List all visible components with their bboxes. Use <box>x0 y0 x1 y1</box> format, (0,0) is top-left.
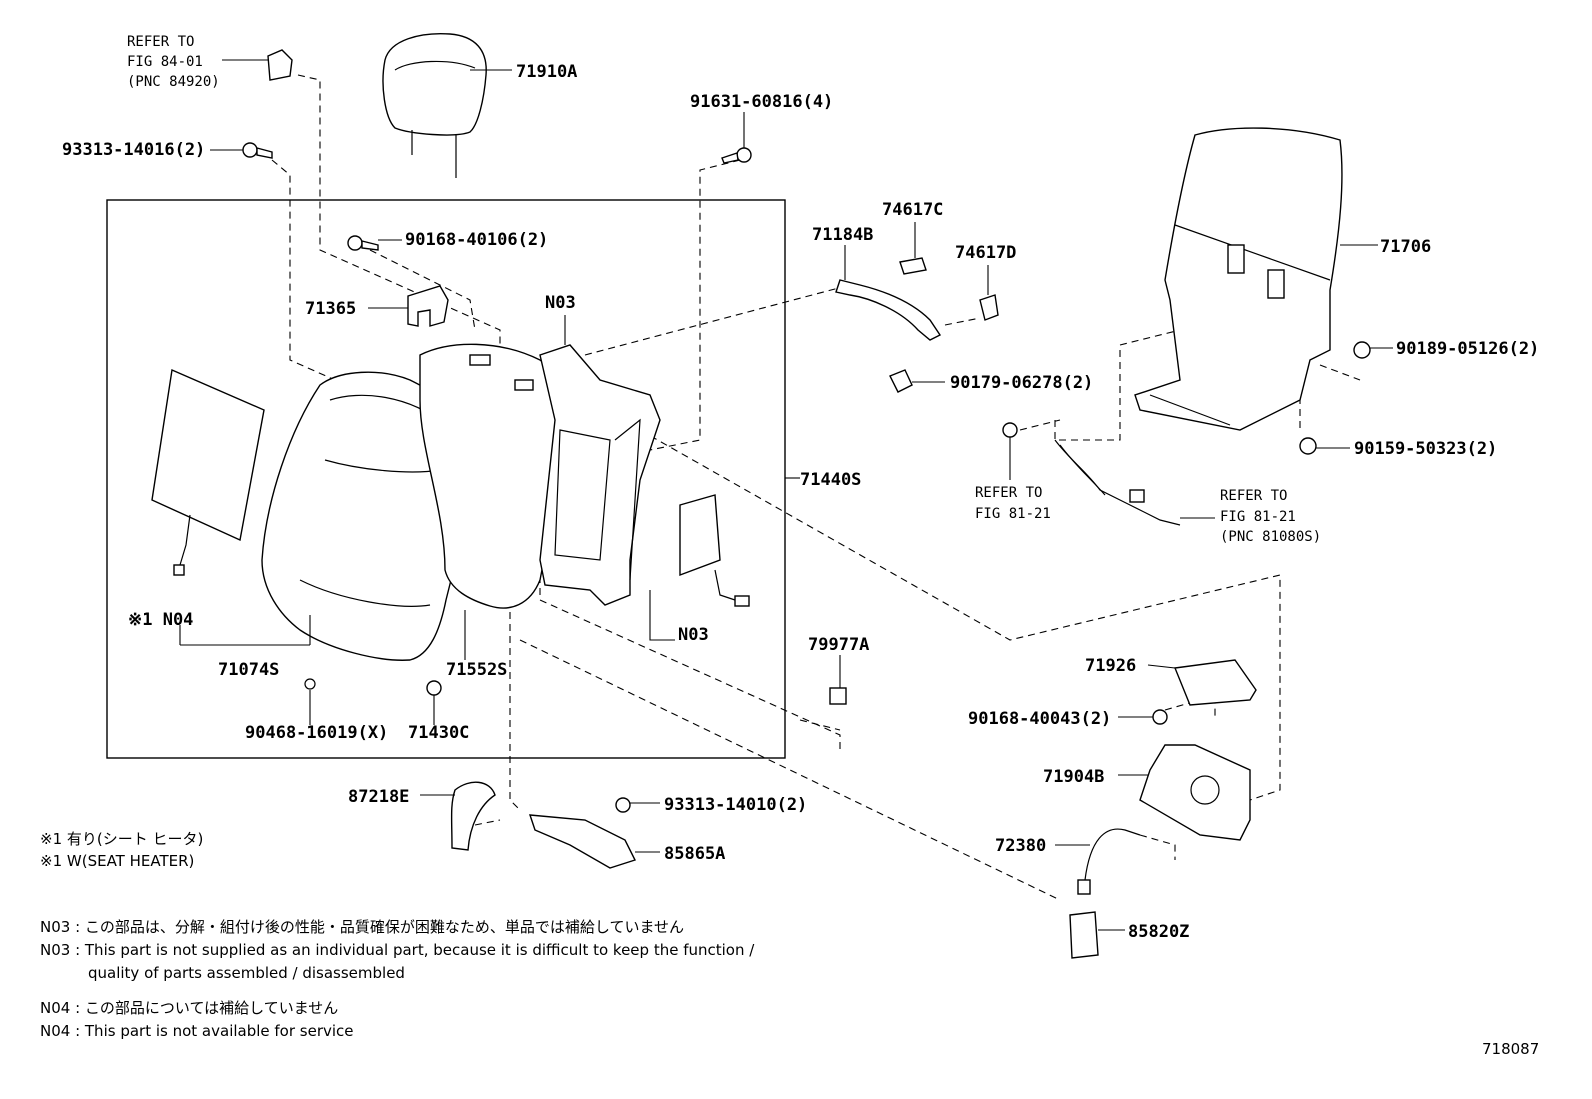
motor-85820Z-icon <box>1069 911 1125 959</box>
label-93313-14016: 93313-14016(2) <box>62 140 205 160</box>
seatback-frame-N03-icon <box>539 315 661 606</box>
side-airbag-N03-icon <box>649 494 750 641</box>
footnotes: ※1 有り(シート ヒータ) ※1 W(SEAT HEATER) N03 : こ… <box>40 830 755 1040</box>
note-N04-jp: N04 : この部品については補給していません <box>40 999 338 1017</box>
refer-fig81b-line1: REFER TO <box>1220 488 1287 504</box>
label-71184B: 71184B <box>812 225 873 245</box>
label-71926: 71926 <box>1085 656 1136 676</box>
refer-fig84-line1: REFER TO <box>127 34 194 50</box>
bolt-91631-60816-icon <box>721 112 752 164</box>
part-labels: REFER TO FIG 84-01 (PNC 84920) 71910A 91… <box>62 34 1539 942</box>
label-90159: 90159-50323(2) <box>1354 439 1497 459</box>
label-79977A: 79977A <box>808 635 869 655</box>
refer-fig81b-line2: FIG 81-21 <box>1220 509 1296 525</box>
refer-fig81a-line2: FIG 81-21 <box>975 506 1051 522</box>
handle-71184B-icon <box>835 245 942 341</box>
label-N03-top: N03 <box>545 293 576 313</box>
screw-71430C-icon <box>426 680 442 725</box>
duct-85865A-icon <box>528 814 660 869</box>
recliner-71904B-icon <box>1118 744 1251 841</box>
refer-fig81a-line1: REFER TO <box>975 485 1042 501</box>
label-71904B: 71904B <box>1043 767 1104 787</box>
label-91631: 91631-60816(4) <box>690 92 833 112</box>
label-71074S: 71074S <box>218 660 279 680</box>
label-71910A: 71910A <box>516 62 577 82</box>
cap-74617D-icon <box>979 265 999 321</box>
label-74617C: 74617C <box>882 200 943 220</box>
clip-90168-40106-icon <box>347 235 402 251</box>
refer-fig81b-line3: (PNC 81080S) <box>1220 529 1321 545</box>
seatback-pad-71552S-icon <box>419 343 568 660</box>
label-85865A: 85865A <box>664 844 725 864</box>
refer-fig84-line3: (PNC 84920) <box>127 74 220 90</box>
back-board-71706-icon <box>1134 127 1378 431</box>
note-N03-en2: quality of parts assembled / disassemble… <box>88 964 405 982</box>
clip-fig84-icon <box>222 49 293 81</box>
clip-90189-icon <box>1353 341 1393 359</box>
figure-number: 718087 <box>1482 1040 1539 1058</box>
ring-90468-icon <box>304 678 316 725</box>
cap-74617C-icon <box>899 222 927 275</box>
label-90168-40043: 90168-40043(2) <box>968 709 1111 729</box>
bracket-71365-icon <box>368 285 449 327</box>
note-seat-heater-en: ※1 W(SEAT HEATER) <box>40 852 194 870</box>
seat-heater-pad-icon <box>151 368 265 576</box>
label-90179: 90179-06278(2) <box>950 373 1093 393</box>
label-90168-40106: 90168-40106(2) <box>405 230 548 250</box>
label-71552S: 71552S <box>446 660 507 680</box>
screw-93313-14016-icon <box>210 142 273 159</box>
label-90189: 90189-05126(2) <box>1396 339 1539 359</box>
cable-72380-icon <box>1055 828 1141 895</box>
label-N03-bottom: N03 <box>678 625 709 645</box>
cover-71926-icon <box>1147 659 1257 706</box>
label-72380: 72380 <box>995 836 1046 856</box>
label-71706: 71706 <box>1380 237 1431 257</box>
bolt-fig81-icon <box>1002 422 1018 480</box>
refer-fig84-line2: FIG 84-01 <box>127 54 203 70</box>
label-71430C: 71430C <box>408 723 469 743</box>
duct-87218E-icon <box>420 781 496 851</box>
label-85820Z: 85820Z <box>1128 922 1189 942</box>
label-74617D: 74617D <box>955 243 1016 263</box>
label-71365: 71365 <box>305 299 356 319</box>
label-N04: ※1 N04 <box>128 610 193 630</box>
label-93313-14010: 93313-14010(2) <box>664 795 807 815</box>
note-N03-en1: N03 : This part is not supplied as an in… <box>40 941 755 959</box>
bolt-90168-40043-icon <box>1118 709 1168 725</box>
label-90468: 90468-16019(X) <box>245 723 388 743</box>
cap-79977A-icon <box>829 655 847 705</box>
wire-harness-icon <box>1054 439 1215 526</box>
label-87218E: 87218E <box>348 787 409 807</box>
note-seat-heater-jp: ※1 有り(シート ヒータ) <box>40 830 203 848</box>
screw-93313-14010-icon <box>615 797 660 813</box>
headrest-71910A <box>382 33 512 178</box>
clip-90159-icon <box>1299 437 1350 455</box>
seatback-assembly-frame <box>106 199 786 759</box>
label-71440S: 71440S <box>800 470 861 490</box>
note-N03-jp: N03 : この部品は、分解・組付け後の性能・品質確保が困難なため、単品では補給… <box>40 918 684 936</box>
clip-90179-icon <box>889 369 945 393</box>
note-N04-en: N04 : This part is not available for ser… <box>40 1022 354 1040</box>
